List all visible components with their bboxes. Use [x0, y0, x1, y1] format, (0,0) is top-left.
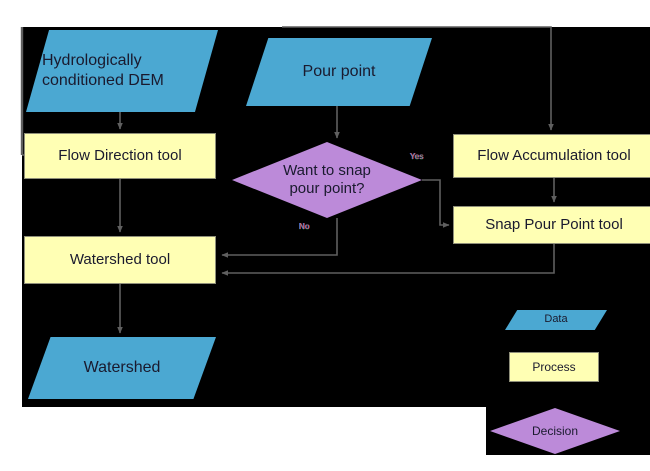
legend-process-shape: Process: [509, 352, 599, 382]
legend-label: Data: [544, 313, 568, 326]
node-hydrologically-conditioned-dem[interactable]: Hydrologically conditioned DEM: [26, 30, 218, 112]
node-label: Hydrologically conditioned DEM: [42, 52, 164, 89]
node-label: Snap Pour Point tool: [485, 215, 623, 233]
legend-label: Process: [532, 359, 576, 374]
legend-data-shape: Data: [505, 310, 607, 330]
node-pour-point[interactable]: Pour point: [246, 38, 432, 106]
node-label: Watershed tool: [69, 250, 171, 268]
node-flow-direction-tool[interactable]: Flow Direction tool: [24, 133, 216, 179]
node-label: Watershed: [83, 359, 161, 377]
node-flow-accumulation-tool[interactable]: Flow Accumulation tool: [453, 134, 650, 178]
edge-label-no: No: [299, 222, 310, 231]
edge-label-yes: Yes: [410, 152, 424, 161]
node-label: Want to snap pour point?: [283, 161, 371, 197]
node-label: Flow Accumulation tool: [477, 146, 631, 164]
node-decision-want-to-snap-pour-point[interactable]: Want to snap pour point?: [232, 142, 422, 218]
node-label: Pour point: [302, 63, 376, 81]
legend-label: Decision: [531, 423, 579, 438]
node-snap-pour-point-tool[interactable]: Snap Pour Point tool: [453, 206, 650, 244]
node-watershed[interactable]: Watershed: [28, 337, 216, 399]
node-watershed-tool[interactable]: Watershed tool: [24, 236, 216, 284]
node-label: Flow Direction tool: [58, 146, 182, 164]
